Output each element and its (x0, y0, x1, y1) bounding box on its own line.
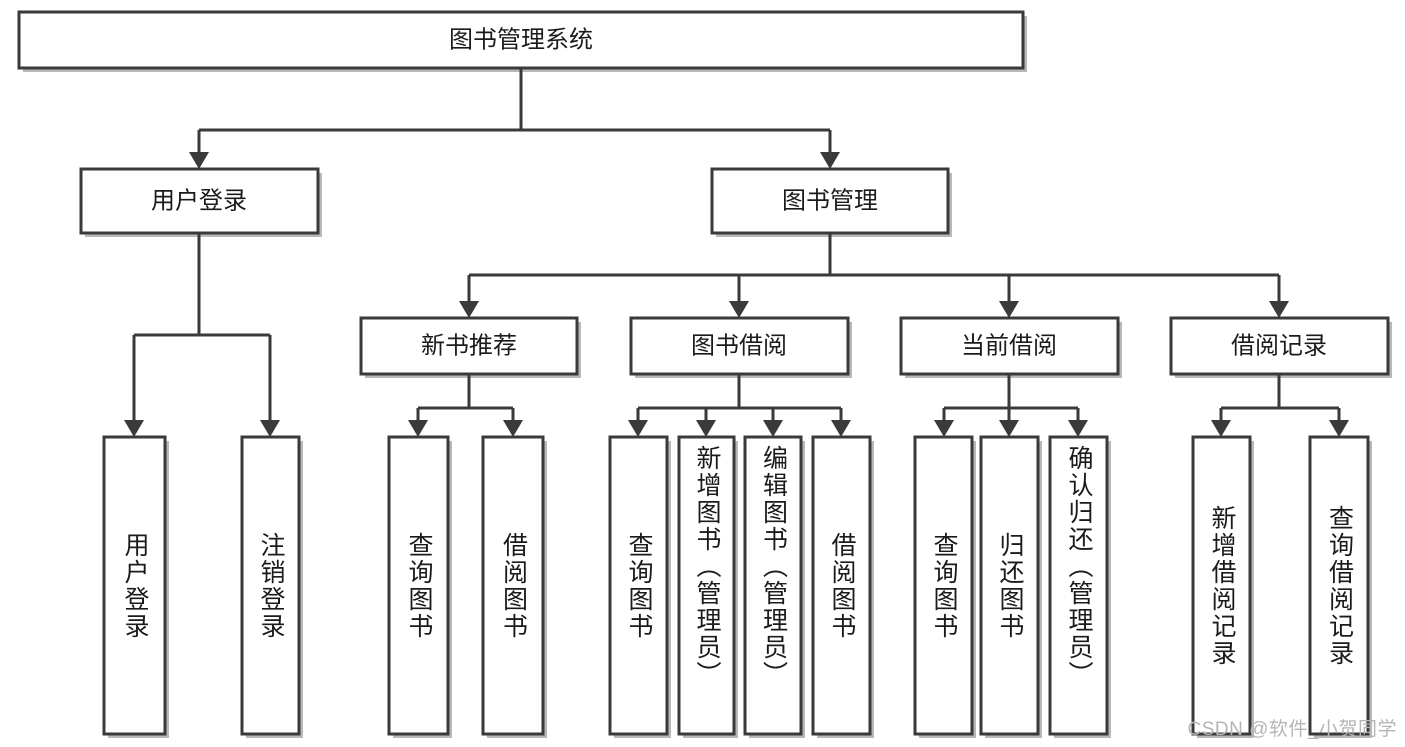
arrowhead-leaf-add-book-admin (696, 420, 716, 437)
arrowhead-leaf-query-book-3 (934, 420, 954, 437)
leaf-box-edit-book-admin[interactable] (743, 435, 805, 738)
arrowhead-leaf-user-login (124, 420, 144, 437)
leaf-box-query-borrow-record[interactable] (1308, 435, 1372, 738)
leaf-box-query-book-1[interactable] (387, 435, 452, 738)
node-label-new-book-recommend: 新书推荐 (421, 332, 517, 359)
arrowhead-leaf-query-book-1 (408, 420, 428, 437)
arrowhead-leaf-borrow-book-1 (503, 420, 523, 437)
leaf-box-borrow-book-1[interactable] (481, 435, 547, 738)
node-borrow-record[interactable] (1169, 316, 1392, 378)
node-label-book-borrow: 图书借阅 (691, 332, 787, 359)
watermark-text: CSDN @软件_小贺同学 (1187, 719, 1397, 740)
arrowhead-book-borrow (729, 301, 749, 318)
leaf-box-add-borrow-record[interactable] (1191, 435, 1254, 738)
arrowhead-leaf-confirm-return-admin (1068, 420, 1088, 437)
leaf-box-add-book-admin[interactable] (677, 435, 738, 738)
arrowhead-user-login (189, 152, 209, 169)
arrowhead-leaf-borrow-book-2 (831, 420, 851, 437)
leaf-box-query-book-3[interactable] (913, 435, 976, 738)
arrowhead-current-borrow (999, 301, 1019, 318)
arrowhead-leaf-logout-login (260, 420, 280, 437)
arrowhead-leaf-query-borrow-record (1329, 420, 1349, 437)
arrowhead-borrow-record (1269, 301, 1289, 318)
arrowhead-leaf-query-book-2 (628, 420, 648, 437)
leaf-box-return-book[interactable] (979, 435, 1042, 738)
leaf-box-confirm-return-admin[interactable] (1048, 435, 1111, 738)
node-label-book-management: 图书管理 (782, 187, 878, 214)
leaf-box-logout-login[interactable] (240, 435, 303, 738)
node-label-current-borrow: 当前借阅 (961, 332, 1057, 359)
arrowhead-leaf-add-borrow-record (1211, 420, 1231, 437)
node-book-borrow[interactable] (629, 316, 852, 378)
leaf-box-user-login[interactable] (102, 435, 169, 738)
node-label-root: 图书管理系统 (449, 26, 593, 53)
node-label-user-login: 用户登录 (151, 187, 247, 214)
arrowhead-new-book-recommend (459, 301, 479, 318)
arrowhead-book-management (820, 152, 840, 169)
arrowhead-leaf-return-book (999, 420, 1019, 437)
leaf-box-borrow-book-2[interactable] (811, 435, 874, 738)
arrowhead-leaf-edit-book-admin (763, 420, 783, 437)
leaf-box-query-book-2[interactable] (608, 435, 671, 738)
node-current-borrow[interactable] (899, 316, 1122, 378)
node-user-login[interactable] (79, 167, 322, 237)
node-root[interactable] (17, 10, 1027, 72)
node-label-borrow-record: 借阅记录 (1231, 332, 1327, 359)
